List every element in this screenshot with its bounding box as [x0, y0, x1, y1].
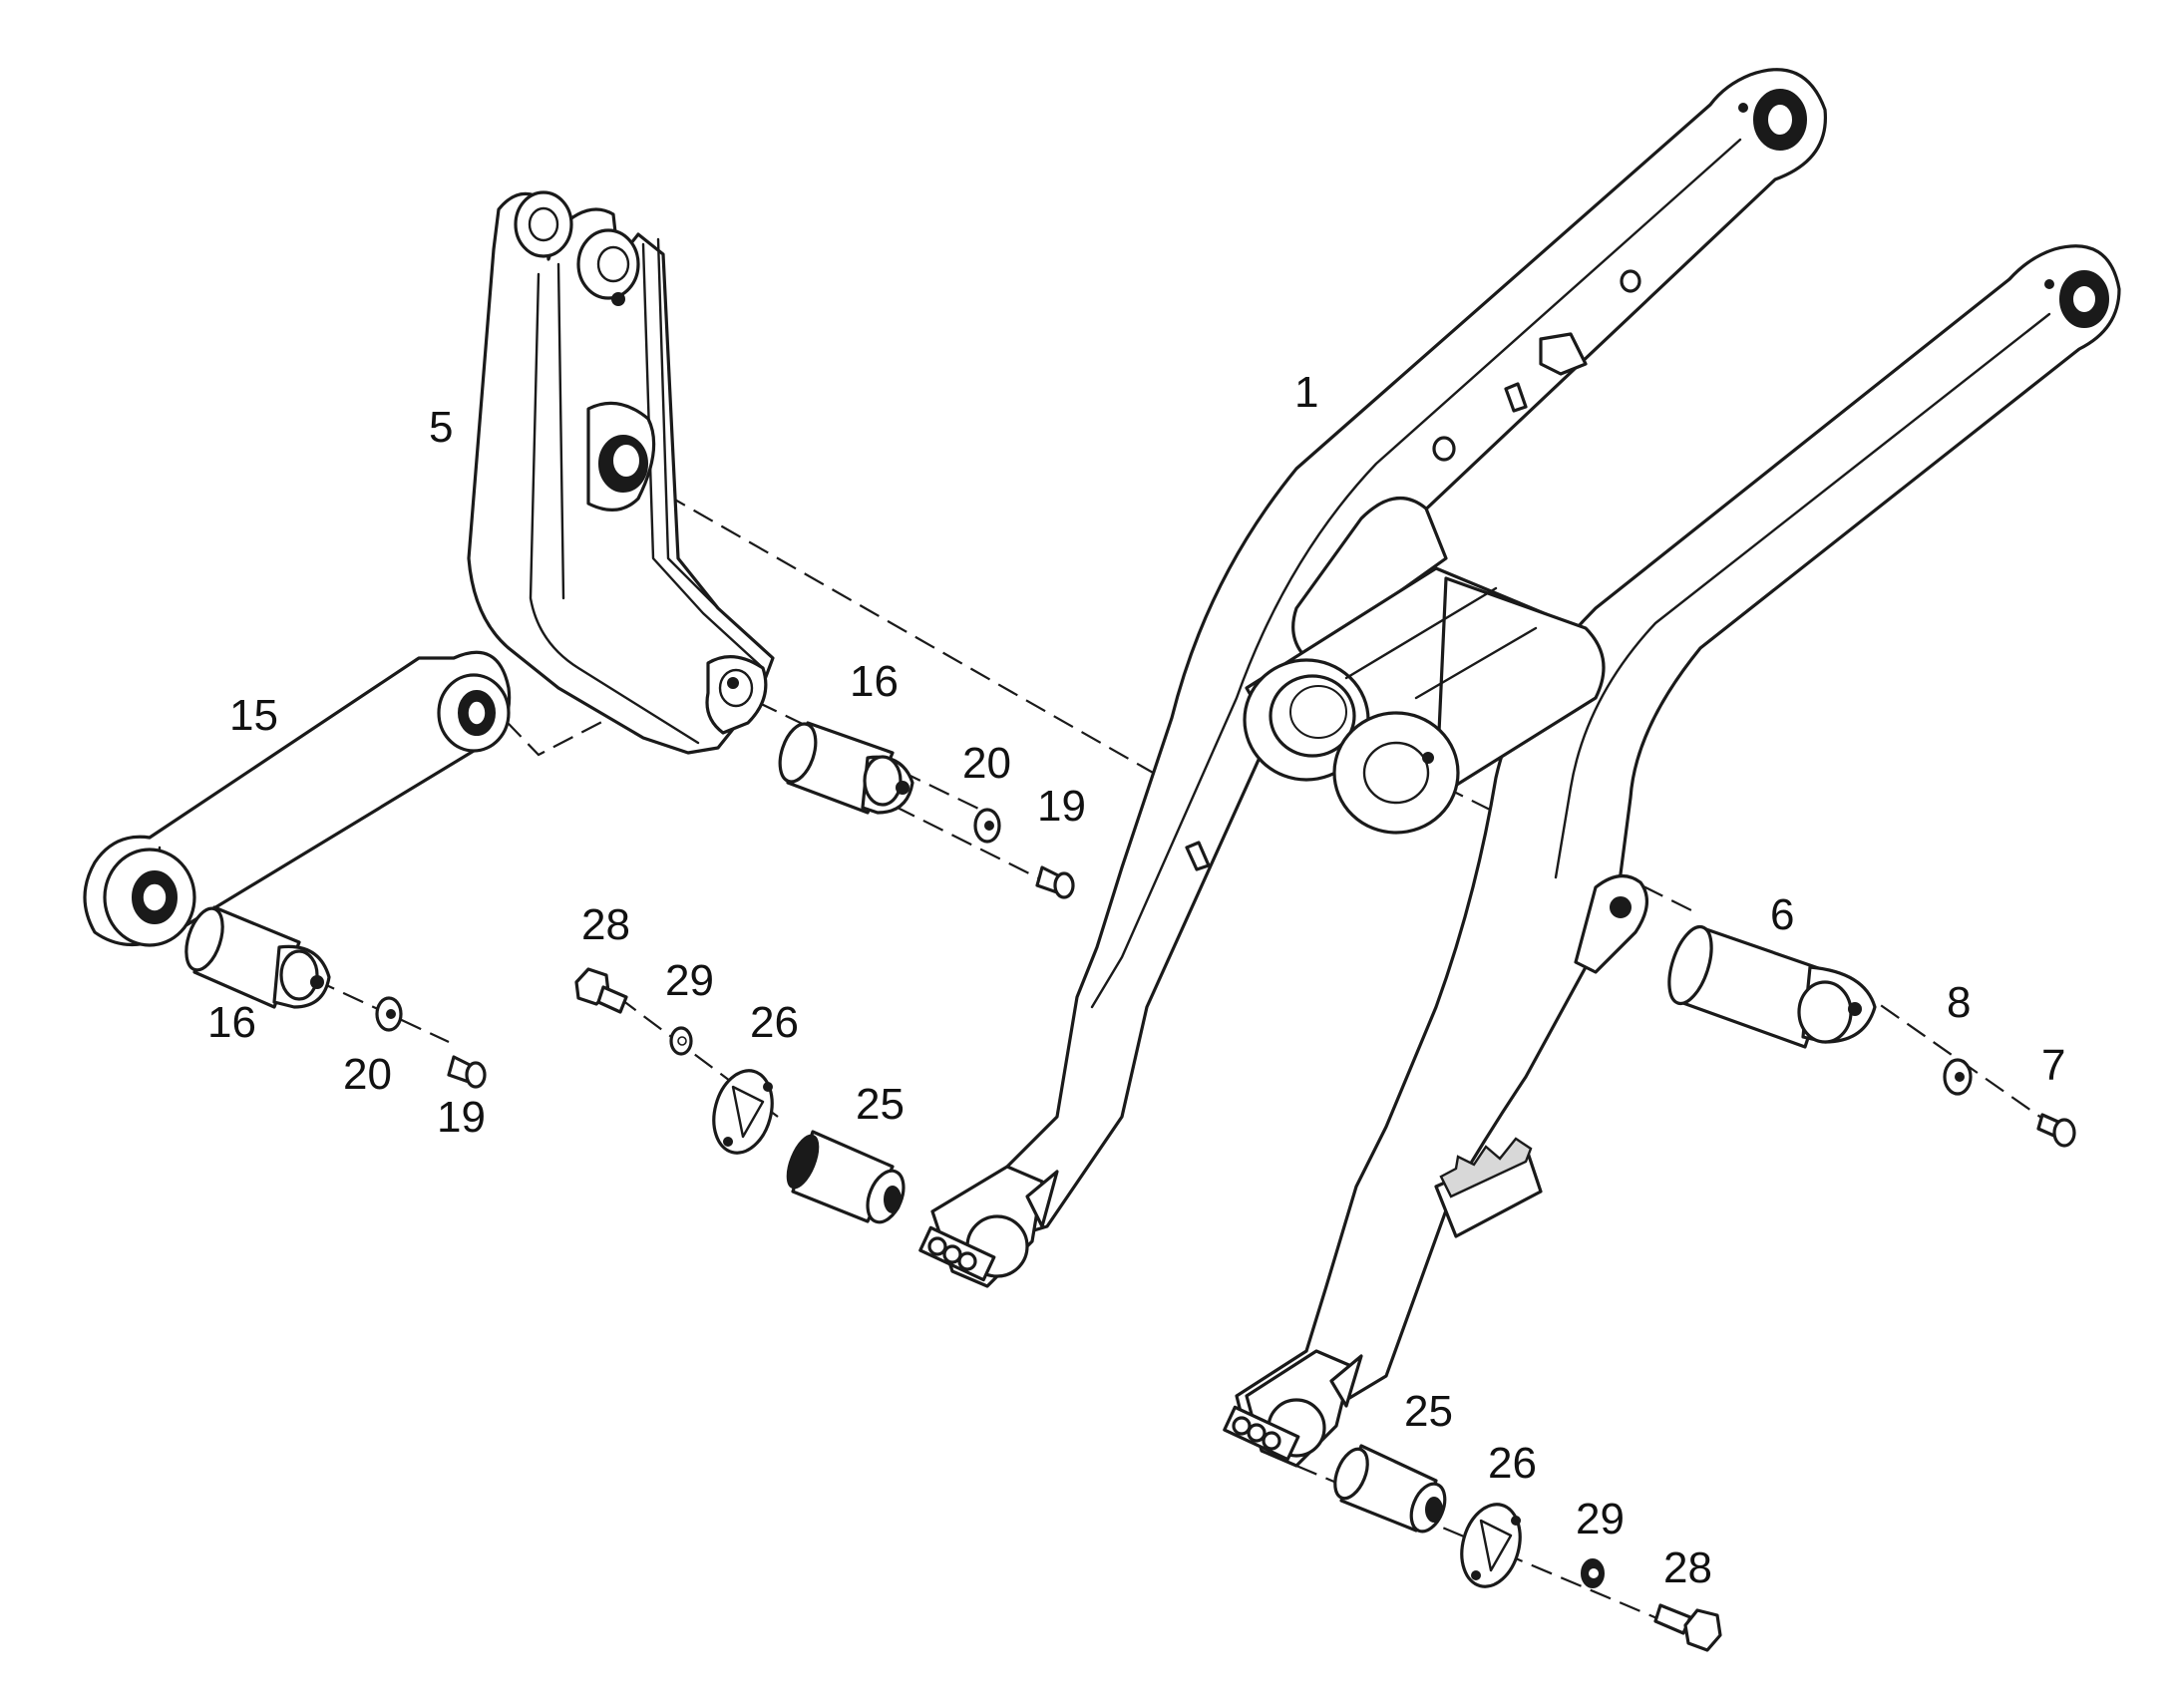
callout-28-upper: 28 — [581, 900, 630, 949]
part-19-bolt-upper — [1035, 865, 1075, 899]
part-16-pin-upper — [778, 721, 914, 815]
part-5-bracket — [467, 190, 775, 755]
callout-29-upper: 29 — [665, 956, 714, 1005]
part-20-washer-lower — [375, 996, 403, 1032]
callout-labels: 1 5 15 16 20 19 16 20 19 28 29 26 25 6 8… — [207, 368, 2065, 1592]
callout-29-lower: 29 — [1576, 1495, 1625, 1543]
callout-26-lower: 26 — [1488, 1439, 1537, 1488]
part-7-bolt — [2036, 1113, 2076, 1148]
callout-19-lower: 19 — [437, 1093, 486, 1142]
callout-16-lower: 16 — [207, 998, 256, 1047]
part-28-bolt-upper — [574, 967, 628, 1014]
part-29-washer-upper — [669, 1026, 693, 1056]
callout-25-lower: 25 — [1404, 1387, 1453, 1436]
callout-28-lower: 28 — [1663, 1543, 1712, 1592]
callout-5: 5 — [429, 403, 453, 452]
part-29-washer-lower — [1581, 1558, 1605, 1588]
part-1-lift-arm — [918, 68, 2121, 1468]
part-19-bolt-lower — [447, 1055, 487, 1089]
part-25-pin-lower — [1333, 1444, 1447, 1534]
callout-15: 15 — [229, 691, 278, 740]
callout-25-upper: 25 — [856, 1080, 905, 1129]
part-6-pin — [1667, 924, 1877, 1049]
part-26-plate-upper — [712, 1069, 774, 1155]
part-8-washer — [1943, 1058, 1973, 1096]
callout-16-upper: 16 — [850, 657, 899, 706]
callout-6: 6 — [1770, 890, 1794, 939]
part-26-plate-lower — [1460, 1503, 1522, 1588]
part-20-washer-upper — [973, 808, 1001, 844]
callout-7: 7 — [2041, 1041, 2065, 1090]
callout-20-lower: 20 — [343, 1050, 392, 1099]
callout-19-upper: 19 — [1037, 782, 1086, 831]
callout-20-upper: 20 — [962, 739, 1011, 788]
callout-8: 8 — [1947, 978, 1971, 1027]
callout-26-upper: 26 — [750, 998, 799, 1047]
part-28-bolt-lower — [1653, 1603, 1722, 1652]
part-15-link — [83, 650, 512, 947]
part-16-pin-lower — [184, 905, 331, 1009]
callout-1: 1 — [1294, 368, 1318, 417]
part-25-pin-upper — [786, 1130, 906, 1224]
